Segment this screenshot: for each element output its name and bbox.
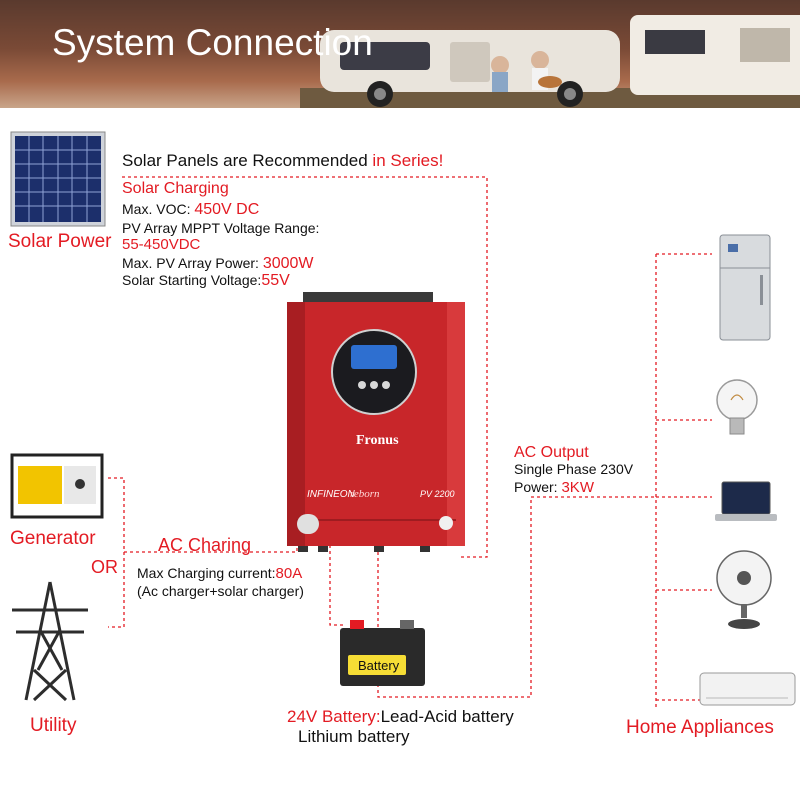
battery-icon: Battery — [340, 620, 425, 686]
ac-charging-title: AC Charing — [158, 535, 252, 555]
inverter-model: PV 2200 — [420, 489, 455, 499]
ac-charging-current: Max Charging current:80A — [137, 565, 303, 582]
laptop-icon — [715, 481, 777, 521]
rv-camping-photo — [300, 15, 800, 108]
spec-max-voc: Max. VOC: 450V DC — [122, 201, 260, 218]
inverter-script: reborn — [350, 488, 380, 500]
fan-icon — [716, 550, 772, 629]
spec-max-pv-power: Max. PV Array Power: 3000W — [122, 255, 314, 272]
page-title: System Connection — [52, 22, 373, 63]
air-conditioner-icon — [699, 672, 796, 706]
generator-label: Generator — [10, 528, 96, 549]
inverter-brand: Fronus — [356, 433, 399, 448]
connection-lines — [108, 176, 712, 710]
solar-series-note: Solar Panels are Recommended in Series! — [122, 151, 443, 171]
fridge-icon — [719, 234, 771, 341]
generator-icon — [10, 453, 104, 519]
utility-tower-icon — [12, 581, 88, 702]
solar-power-label: Solar Power — [8, 231, 112, 252]
solar-series-highlight: in Series! — [372, 151, 444, 170]
inverter-device: Fronus INFINEON reborn PV 2200 — [287, 292, 465, 552]
home-appliances-label: Home Appliances — [626, 717, 774, 738]
spec-start-voltage: Solar Starting Voltage:55V — [122, 272, 290, 289]
or-label: OR — [91, 557, 118, 577]
battery-lithium-label: Lithium battery — [298, 727, 410, 746]
solar-charging-title: Solar Charging — [122, 180, 229, 197]
battery-badge: Battery — [358, 658, 400, 673]
spec-mppt-range-label: PV Array MPPT Voltage Range: — [122, 220, 320, 236]
battery-type-label: 24V Battery:Lead-Acid battery — [287, 707, 514, 726]
ac-output-power: Power: 3KW — [514, 479, 594, 496]
ac-charging-note: (Ac charger+solar charger) — [137, 583, 304, 599]
light-bulb-icon — [716, 379, 758, 435]
utility-label: Utility — [30, 715, 77, 736]
solar-series-prefix: Solar Panels are Recommended — [122, 151, 373, 170]
solar-panel-icon — [10, 131, 106, 227]
header-banner: System Connection — [0, 0, 800, 108]
inverter-series: INFINEON — [307, 489, 356, 500]
ac-output-title: AC Output — [514, 444, 589, 461]
spec-mppt-range-value: 55-450VDC — [122, 236, 201, 253]
ac-output-phase: Single Phase 230V — [514, 461, 634, 477]
